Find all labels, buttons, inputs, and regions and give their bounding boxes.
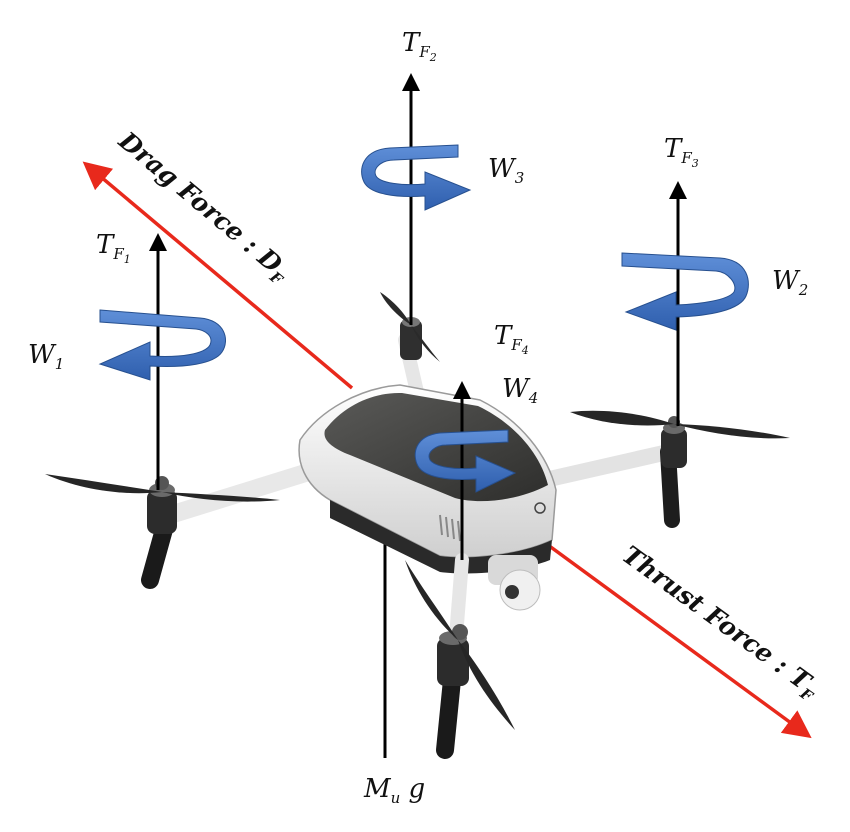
rotation-arrow-w3 xyxy=(361,144,472,211)
gimbal-camera xyxy=(488,555,541,611)
drag-thrust-axis xyxy=(82,161,812,739)
label-weight-tail: g xyxy=(400,774,426,804)
label-weight-main: M xyxy=(364,774,391,804)
label-w2: W2 xyxy=(772,266,808,298)
drone-body xyxy=(298,384,557,574)
label-tf3-subsub: 3 xyxy=(691,157,699,170)
label-w1-main: W xyxy=(28,340,55,370)
drone-arm-right xyxy=(537,444,676,488)
label-weight: Mu g xyxy=(364,774,426,806)
label-tf3: TF3 xyxy=(664,134,699,169)
label-tf3-main: T xyxy=(664,134,682,164)
label-w3-main: W xyxy=(488,154,515,184)
label-w2-sub: 2 xyxy=(798,281,809,299)
label-w3-sub: 3 xyxy=(514,169,525,187)
curved-rotation-arrow-icon xyxy=(98,144,749,493)
propeller-rear xyxy=(380,292,440,362)
label-w3: W3 xyxy=(488,154,524,186)
label-tf2-sub: F xyxy=(419,43,430,61)
propeller-front xyxy=(405,560,515,730)
label-w4-sub: 4 xyxy=(528,389,539,407)
label-w2-main: W xyxy=(772,266,799,296)
label-tf1-sub: F xyxy=(113,245,124,263)
label-w1: W1 xyxy=(28,340,64,372)
propeller-left xyxy=(45,474,280,502)
label-w4: W4 xyxy=(502,374,538,406)
label-tf2: TF2 xyxy=(402,28,437,63)
label-w4-main: W xyxy=(502,374,529,404)
drone-arm-left xyxy=(161,461,324,524)
label-w1-sub: 1 xyxy=(54,355,65,373)
label-weight-sub: u xyxy=(390,789,401,807)
motor-front xyxy=(437,624,469,686)
label-tf4-sub: F xyxy=(511,336,522,354)
label-tf4-subsub: 4 xyxy=(521,344,529,357)
label-tf2-main: T xyxy=(402,28,420,58)
label-tf1-subsub: 1 xyxy=(123,253,131,266)
rotation-arrow-w1 xyxy=(98,309,226,381)
body-vents xyxy=(439,514,461,542)
label-tf4: TF4 xyxy=(494,321,529,356)
label-tf1-main: T xyxy=(96,230,114,260)
label-tf2-subsub: 2 xyxy=(429,51,437,64)
rotation-arrow-w4 xyxy=(414,429,517,493)
motor-right xyxy=(661,416,687,468)
motor-left xyxy=(147,476,177,534)
rotation-arrow-w2 xyxy=(621,252,749,331)
label-tf1: TF1 xyxy=(96,230,131,265)
propeller-right xyxy=(570,410,790,439)
label-tf4-main: T xyxy=(494,321,512,351)
label-tf3-sub: F xyxy=(681,149,692,167)
